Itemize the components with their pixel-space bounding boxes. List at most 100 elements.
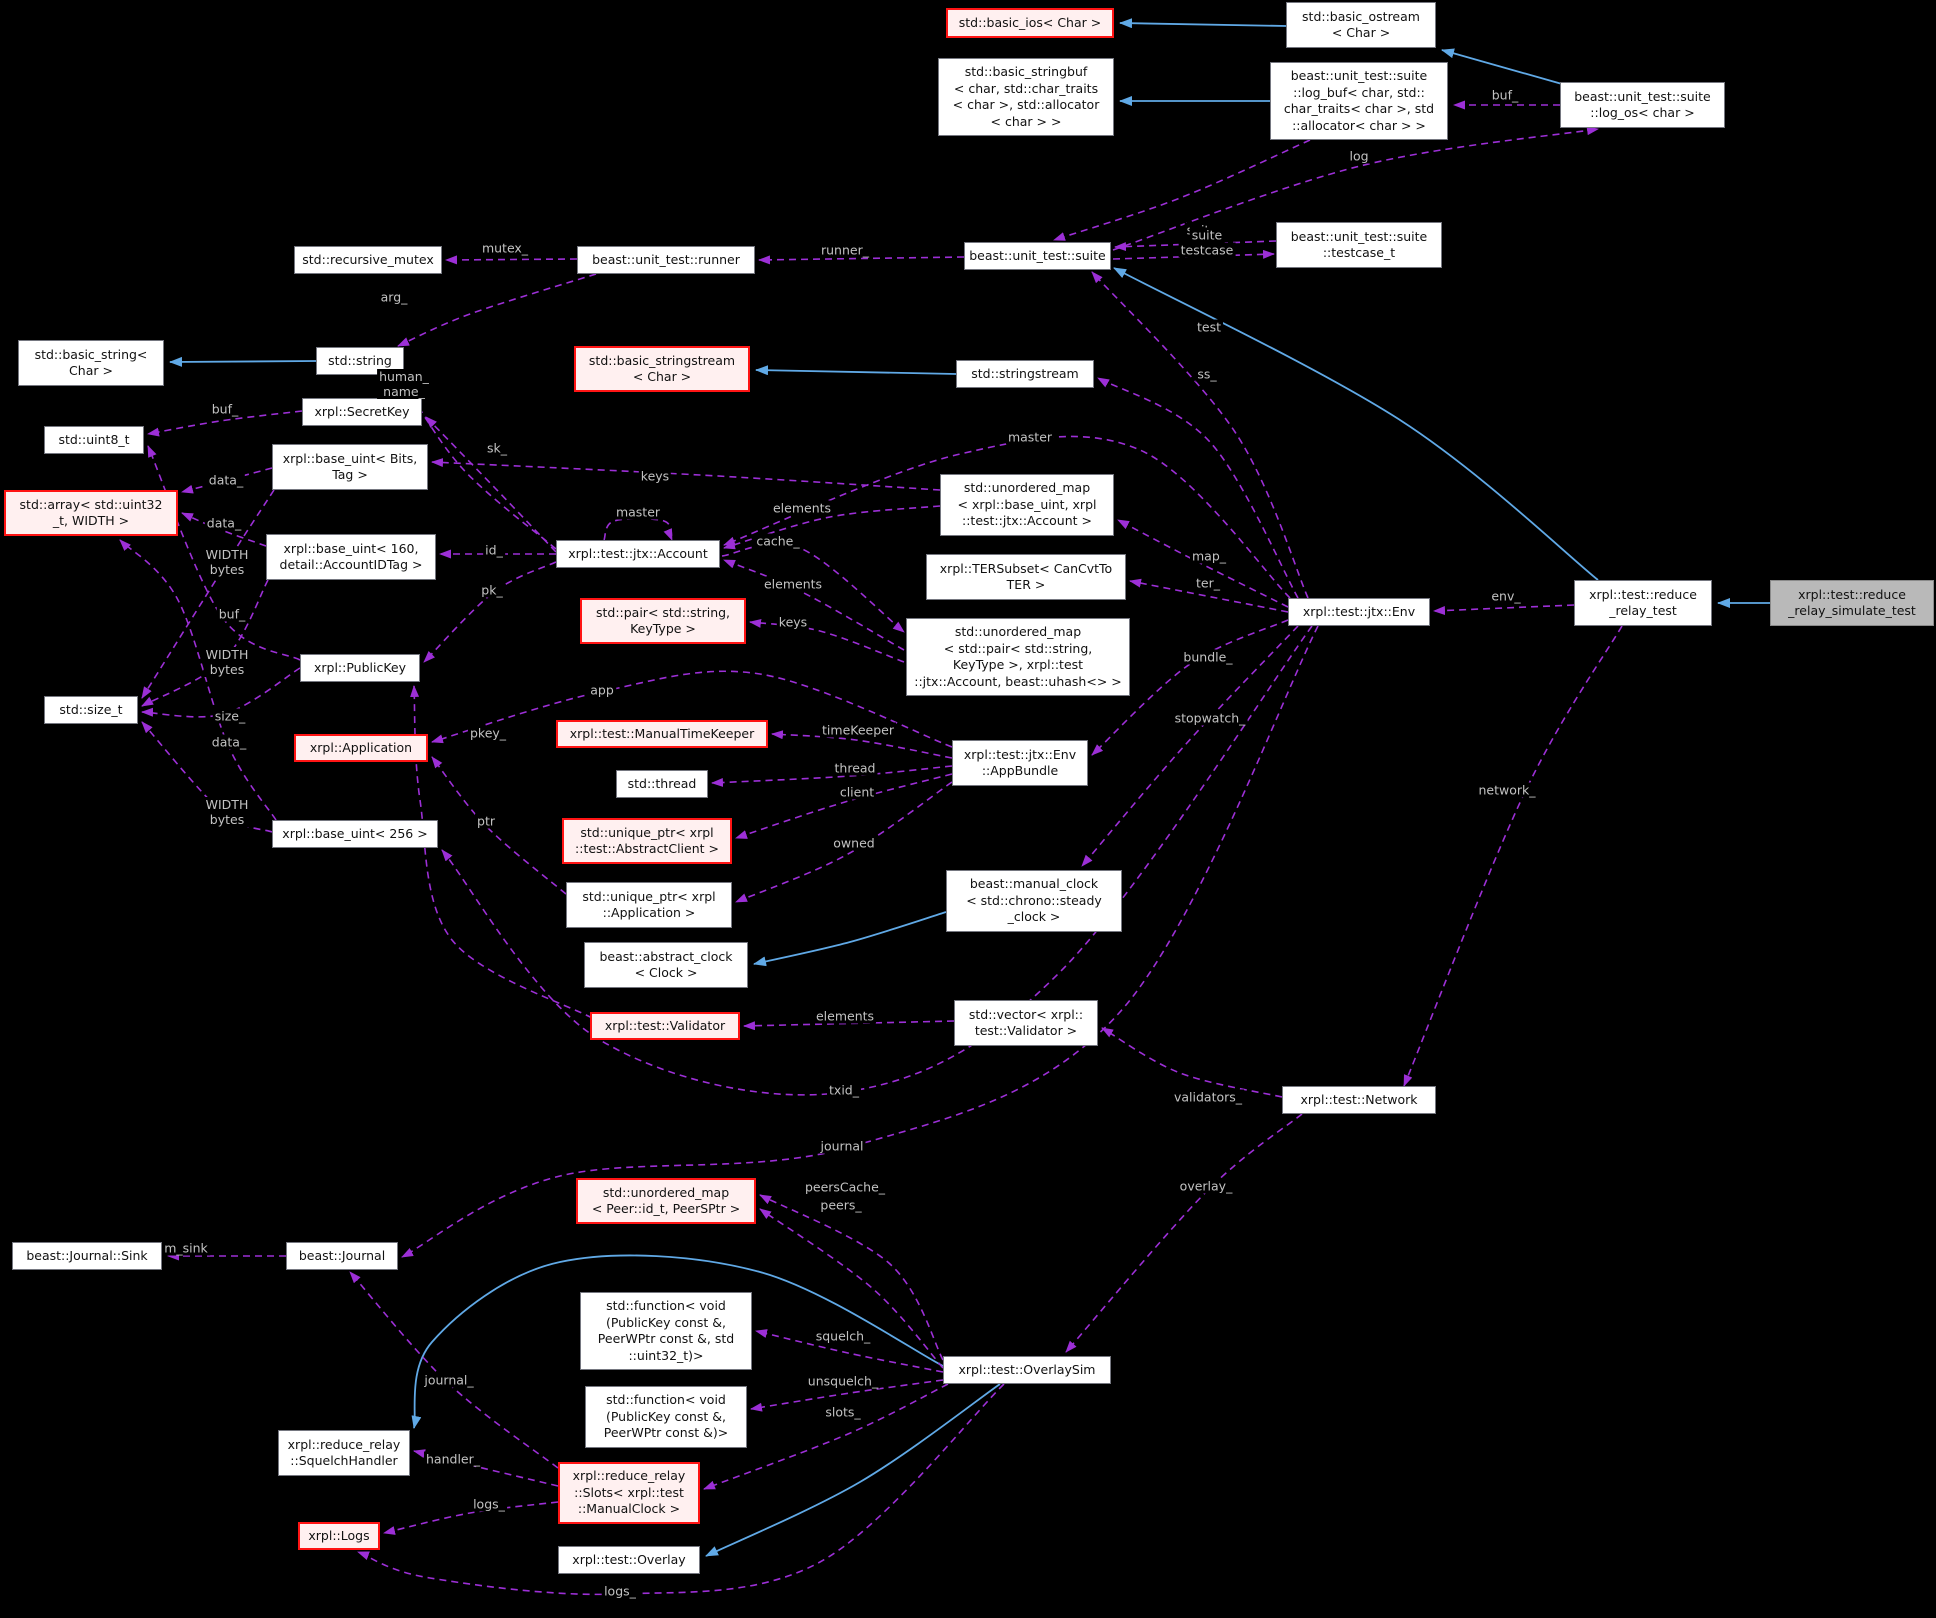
edge-slots-to-journal xyxy=(349,1271,559,1469)
node-network[interactable]: xrpl::test::Network xyxy=(1282,1086,1436,1114)
node-basic-ios[interactable]: std::basic_ios< Char > xyxy=(946,8,1114,38)
edge-base-uint-256-to-size-t xyxy=(141,721,273,833)
node-journal-sink[interactable]: beast::Journal::Sink xyxy=(12,1242,162,1270)
edge-umap-pair-to-account xyxy=(723,559,905,651)
edge-suite-to-testcase-t xyxy=(1112,249,1275,260)
edge-umap-pair-to-pair-keytype xyxy=(749,618,905,663)
node-umap-pair[interactable]: std::unordered_map < std::pair< std::str… xyxy=(906,618,1130,696)
edge-env-to-stringstream xyxy=(1097,377,1299,599)
node-overlay[interactable]: xrpl::test::Overlay xyxy=(558,1546,700,1574)
node-uptr-application[interactable]: std::unique_ptr< xrpl ::Application > xyxy=(566,882,732,928)
node-log-buf[interactable]: beast::unit_test::suite ::log_buf< char,… xyxy=(1270,62,1448,140)
edge-env-to-journal xyxy=(401,625,1319,1258)
node-application[interactable]: xrpl::Application xyxy=(294,734,428,762)
edge-appbundle-to-uptr-application xyxy=(735,781,953,903)
node-uptr-abstractclient[interactable]: std::unique_ptr< xrpl ::test::AbstractCl… xyxy=(562,818,732,864)
node-umap-peer[interactable]: std::unordered_map < Peer::id_t, PeerSPt… xyxy=(576,1178,756,1224)
node-vector-validator[interactable]: std::vector< xrpl:: test::Validator > xyxy=(954,1000,1098,1046)
edge-env-to-suite xyxy=(1091,271,1309,599)
node-reduce-relay-simulate-test: xrpl::test::reduce _relay_simulate_test xyxy=(1770,580,1934,626)
node-fn-unsquelch[interactable]: std::function< void (PublicKey const &, … xyxy=(585,1386,747,1448)
edge-runner-to-recursive-mutex xyxy=(445,255,578,265)
node-journal[interactable]: beast::Journal xyxy=(286,1242,398,1270)
node-base-uint-bits[interactable]: xrpl::base_uint< Bits, Tag > xyxy=(272,444,428,490)
edge-stringstream-to-basic-stringstream xyxy=(755,365,957,376)
edge-runner-to-string xyxy=(397,273,597,347)
node-reduce-relay-test[interactable]: xrpl::test::reduce _relay_test xyxy=(1574,580,1712,626)
node-abstract-clock[interactable]: beast::abstract_clock < Clock > xyxy=(584,942,748,988)
node-logs[interactable]: xrpl::Logs xyxy=(298,1522,380,1550)
node-base-uint-256[interactable]: xrpl::base_uint< 256 > xyxy=(272,820,438,848)
node-array-uint32[interactable]: std::array< std::uint32 _t, WIDTH > xyxy=(4,490,178,536)
node-stringstream[interactable]: std::stringstream xyxy=(956,360,1094,388)
edge-slots-to-squelchhandler xyxy=(413,1449,559,1487)
edge-reduce-relay-test-to-env xyxy=(1433,604,1575,616)
node-size-t[interactable]: std::size_t xyxy=(44,696,138,724)
node-basic-string[interactable]: std::basic_string< Char > xyxy=(18,340,164,386)
edge-publickey-to-size-t xyxy=(141,667,301,718)
node-log-os[interactable]: beast::unit_test::suite ::log_os< char > xyxy=(1560,82,1725,128)
edge-vector-validator-to-validator xyxy=(743,1020,955,1031)
edge-log-buf-to-suite xyxy=(1053,139,1311,241)
node-basic-stringstream[interactable]: std::basic_stringstream < Char > xyxy=(574,346,750,392)
node-secretkey[interactable]: xrpl::SecretKey xyxy=(302,398,422,426)
node-basic-ostream[interactable]: std::basic_ostream < Char > xyxy=(1286,2,1436,48)
edge-appbundle-to-uptr-abstractclient xyxy=(735,773,953,839)
node-tersubset[interactable]: xrpl::TERSubset< CanCvtTo TER > xyxy=(926,554,1126,600)
edge-overlaysim-to-overlay xyxy=(705,1383,1001,1557)
edge-appbundle-to-manualtimekeeper xyxy=(771,730,953,759)
node-manual-clock[interactable]: beast::manual_clock < std::chrono::stead… xyxy=(946,870,1122,932)
edge-account-to-publickey xyxy=(423,561,557,663)
edge-testcase-t-to-suite xyxy=(1114,240,1277,252)
node-overlaysim[interactable]: xrpl::test::OverlaySim xyxy=(943,1356,1111,1384)
edge-env-to-appbundle xyxy=(1091,619,1289,756)
node-base-uint-160[interactable]: xrpl::base_uint< 160, detail::AccountIDT… xyxy=(266,534,436,580)
edge-overlaysim-to-squelchhandler xyxy=(411,1254,944,1429)
edge-overlaysim-to-logs xyxy=(357,1383,1005,1596)
node-env[interactable]: xrpl::test::jtx::Env xyxy=(1288,598,1430,626)
edge-publickey-to-uint8-t xyxy=(147,445,301,661)
node-appbundle[interactable]: xrpl::test::jtx::Env ::AppBundle xyxy=(952,740,1088,786)
edge-log-os-to-basic-ostream xyxy=(1441,48,1563,85)
node-umap-base-uint[interactable]: std::unordered_map < xrpl::base_uint, xr… xyxy=(940,474,1114,536)
node-string[interactable]: std::string xyxy=(316,347,404,375)
node-account[interactable]: xrpl::test::jtx::Account xyxy=(556,540,720,568)
edge-overlaysim-to-fn-unsquelch xyxy=(750,1379,944,1412)
edge-appbundle-to-thread xyxy=(711,765,953,787)
node-pair-keytype[interactable]: std::pair< std::string, KeyType > xyxy=(580,598,746,644)
edge-base-uint-160-to-size-t xyxy=(141,579,269,707)
node-testcase-t[interactable]: beast::unit_test::suite ::testcase_t xyxy=(1276,222,1442,268)
edge-env-to-manual-clock xyxy=(1081,625,1299,867)
edge-env-to-tersubset xyxy=(1129,578,1289,613)
node-slots[interactable]: xrpl::reduce_relay ::Slots< xrpl::test :… xyxy=(558,1462,700,1524)
node-uint8-t[interactable]: std::uint8_t xyxy=(44,426,144,454)
edge-suite-to-runner xyxy=(758,255,965,265)
node-runner[interactable]: beast::unit_test::runner xyxy=(577,246,755,274)
edge-uptr-application-to-application xyxy=(431,756,567,895)
edge-reduce-relay-test-to-suite xyxy=(1113,267,1599,581)
edge-base-uint-bits-to-array-uint32 xyxy=(181,467,273,494)
node-basic-stringbuf[interactable]: std::basic_stringbuf < char, std::char_t… xyxy=(938,58,1114,136)
node-suite[interactable]: beast::unit_test::suite xyxy=(964,242,1111,270)
edge-suite-to-log-os xyxy=(1112,126,1599,251)
node-manualtimekeeper[interactable]: xrpl::test::ManualTimeKeeper xyxy=(556,720,768,748)
edge-network-to-vector-validator xyxy=(1101,1027,1283,1098)
node-squelchhandler[interactable]: xrpl::reduce_relay ::SquelchHandler xyxy=(278,1430,410,1476)
node-thread[interactable]: std::thread xyxy=(616,770,708,798)
node-publickey[interactable]: xrpl::PublicKey xyxy=(300,654,420,682)
edge-overlaysim-to-fn-squelch xyxy=(755,1329,944,1373)
edge-account-to-account xyxy=(603,517,673,541)
edge-umap-base-uint-to-base-uint-bits xyxy=(431,458,941,491)
node-validator[interactable]: xrpl::test::Validator xyxy=(590,1012,740,1040)
edge-overlaysim-to-umap-peer xyxy=(759,1194,944,1361)
edge-base-uint-160-to-array-uint32 xyxy=(181,512,267,547)
edge-appbundle-to-application xyxy=(431,670,953,748)
node-recursive-mutex[interactable]: std::recursive_mutex xyxy=(294,246,442,274)
node-fn-squelch[interactable]: std::function< void (PublicKey const &, … xyxy=(580,1292,752,1370)
edge-reduce-relay-test-to-network xyxy=(1403,625,1623,1087)
edge-basic-ostream-to-basic-ios xyxy=(1119,18,1287,29)
edge-env-to-umap-base-uint xyxy=(1117,519,1289,608)
edge-account-to-umap-pair xyxy=(721,543,905,633)
edge-manual-clock-to-abstract-clock xyxy=(753,911,947,967)
